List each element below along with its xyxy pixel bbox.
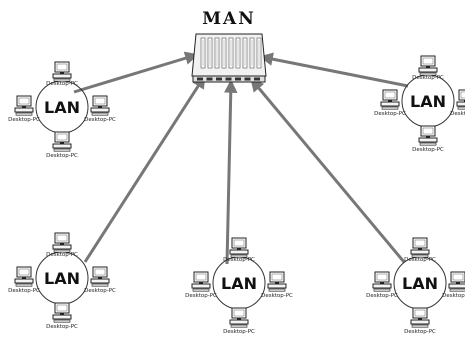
lan-label: LAN: [44, 98, 80, 117]
desktop-pc-icon: [418, 125, 438, 146]
lan-label: LAN: [44, 269, 80, 288]
desktop-pc-icon: [410, 307, 430, 328]
desktop-pc-label: Desktop-PC: [450, 111, 465, 117]
desktop-pc-label: Desktop-PC: [261, 293, 293, 299]
desktop-pc-label: Desktop-PC: [412, 147, 444, 153]
desktop-pc-icon: [52, 302, 72, 323]
desktop-pc-icon: [90, 95, 110, 116]
link-arrow-lan-bottom-middle: [224, 79, 238, 265]
lan-bottom-middle: LAN Desktop-PC Desktop-PC Desktop-PC Desktop…: [185, 237, 293, 335]
desktop-pc-node: Desktop-PC: [46, 61, 78, 87]
desktop-pc-node: Desktop-PC: [223, 237, 255, 263]
desktop-pc-node: Desktop-PC: [404, 307, 436, 335]
desktop-pc-label: Desktop-PC: [366, 293, 398, 299]
desktop-pc-label: Desktop-PC: [223, 257, 255, 263]
desktop-pc-icon: [456, 89, 465, 110]
desktop-pc-node: Desktop-PC: [46, 131, 78, 159]
desktop-pc-icon: [410, 237, 430, 258]
desktop-pc-label: Desktop-PC: [84, 117, 116, 123]
desktop-pc-icon: [52, 61, 72, 82]
man-switch: [191, 33, 267, 83]
desktop-pc-icon: [372, 271, 392, 292]
desktop-pc-icon: [229, 237, 249, 258]
desktop-pc-label: Desktop-PC: [374, 111, 406, 117]
links-layer: [73, 51, 409, 265]
lan-label: LAN: [221, 274, 257, 293]
man-title: MAN: [202, 9, 256, 29]
lan-bottom-left: LAN Desktop-PC Desktop-PC Desktop-PC Desktop…: [8, 232, 116, 330]
desktop-pc-node: Desktop-PC: [84, 95, 116, 123]
desktop-pc-node: Desktop-PC: [412, 55, 444, 81]
desktop-pc-node: Desktop-PC: [185, 271, 217, 299]
desktop-pc-icon: [191, 271, 211, 292]
lan-top-left: LAN Desktop-PC Desktop-PC Desktop-PC Desktop…: [8, 61, 116, 159]
desktop-pc-label: Desktop-PC: [8, 288, 40, 294]
desktop-pc-label: Desktop-PC: [404, 257, 436, 263]
desktop-pc-icon: [52, 131, 72, 152]
desktop-pc-icon: [380, 89, 400, 110]
link-arrow-lan-top-left: [73, 51, 199, 94]
desktop-pc-node: Desktop-PC: [442, 271, 465, 299]
desktop-pc-label: Desktop-PC: [84, 288, 116, 294]
desktop-pc-node: Desktop-PC: [84, 266, 116, 294]
desktop-pc-icon: [418, 55, 438, 76]
man-switch-icon: [191, 33, 267, 83]
desktop-pc-node: Desktop-PC: [46, 302, 78, 330]
desktop-pc-icon: [267, 271, 287, 292]
desktop-pc-icon: [14, 266, 34, 287]
lan-label: LAN: [402, 274, 438, 293]
desktop-pc-node: Desktop-PC: [8, 266, 40, 294]
desktop-pc-label: Desktop-PC: [223, 329, 255, 335]
desktop-pc-node: Desktop-PC: [261, 271, 293, 299]
desktop-pc-icon: [52, 232, 72, 253]
desktop-pc-label: Desktop-PC: [46, 324, 78, 330]
desktop-pc-label: Desktop-PC: [8, 117, 40, 123]
desktop-pc-label: Desktop-PC: [185, 293, 217, 299]
link-arrow-lan-bottom-left: [83, 74, 206, 263]
desktop-pc-node: Desktop-PC: [366, 271, 398, 299]
link-arrow-lan-top-right: [259, 52, 409, 88]
desktop-pc-label: Desktop-PC: [404, 329, 436, 335]
lan-label: LAN: [410, 92, 446, 111]
desktop-pc-icon: [229, 307, 249, 328]
desktop-pc-label: Desktop-PC: [442, 293, 465, 299]
desktop-pc-icon: [448, 271, 465, 292]
desktop-pc-node: Desktop-PC: [8, 95, 40, 123]
desktop-pc-node: Desktop-PC: [46, 232, 78, 258]
lans-layer: LAN Desktop-PC Desktop-PC Desktop-PC Desktop…: [8, 55, 465, 335]
lan-bottom-right: LAN Desktop-PC Desktop-PC Desktop-PC Desktop…: [366, 237, 465, 335]
desktop-pc-label: Desktop-PC: [46, 153, 78, 159]
desktop-pc-node: Desktop-PC: [374, 89, 406, 117]
lan-top-right: LAN Desktop-PC Desktop-PC Desktop-PC Desktop…: [374, 55, 465, 153]
desktop-pc-node: Desktop-PC: [450, 89, 465, 117]
desktop-pc-label: Desktop-PC: [412, 75, 444, 81]
desktop-pc-node: Desktop-PC: [223, 307, 255, 335]
desktop-pc-node: Desktop-PC: [404, 237, 436, 263]
desktop-pc-icon: [14, 95, 34, 116]
desktop-pc-node: Desktop-PC: [412, 125, 444, 153]
desktop-pc-icon: [90, 266, 110, 287]
desktop-pc-label: Desktop-PC: [46, 252, 78, 258]
link-arrow-lan-bottom-right: [250, 77, 406, 263]
desktop-pc-label: Desktop-PC: [46, 81, 78, 87]
